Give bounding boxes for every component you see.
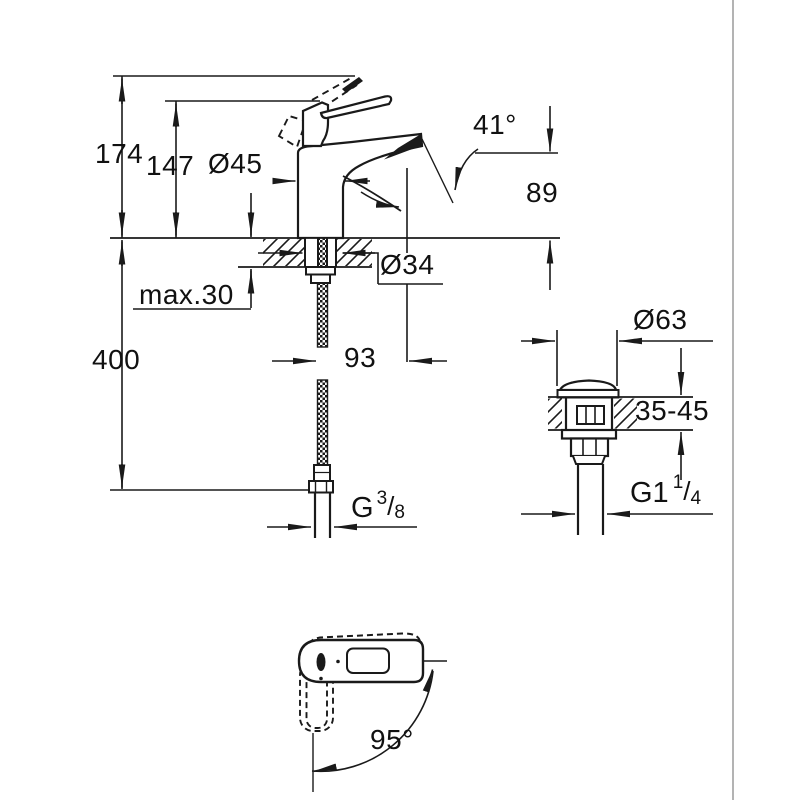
hose-braid-upper	[316, 282, 329, 348]
dim-supply-thread-label: G 3 / 8	[351, 489, 405, 523]
dim-deck-thickness-label: max.30	[139, 279, 234, 310]
supply-hose	[305, 266, 336, 538]
dim-spout-angle-label: 41°	[473, 109, 517, 140]
dim-shank-diameter-label: Ø34	[380, 249, 435, 280]
thread-slash: /	[387, 491, 395, 521]
hose-nut	[308, 480, 334, 494]
drain-dome-cap	[558, 379, 618, 392]
dim-hose-drop-label: 400	[92, 344, 141, 375]
thread-numerator: 1	[672, 472, 684, 493]
dim-total-height-label: 174	[95, 138, 144, 169]
dim-drain-deck-range-label: 35-45	[635, 395, 710, 426]
drain-assembly-view	[548, 379, 637, 535]
thread-denominator: 8	[394, 502, 405, 523]
dimension-annotations	[110, 75, 713, 792]
drain-lock-nut	[569, 437, 610, 458]
dim-swivel-angle-label: 95°	[370, 724, 414, 755]
faucet-front-view	[277, 77, 424, 240]
dim-spout-reach-label: 93	[344, 342, 377, 373]
top-view-marker-dot	[316, 653, 326, 671]
handle-base	[301, 101, 330, 148]
thread-denominator: 4	[690, 488, 702, 509]
handle-raised-tip	[342, 77, 363, 93]
hose-braid-lower	[316, 379, 329, 466]
drain-taper	[572, 455, 606, 465]
dim-outlet-height-label: 89	[526, 177, 559, 208]
top-view-spout-face	[346, 647, 390, 674]
spout-tip-shadow	[384, 134, 423, 160]
thread-slash: /	[683, 476, 691, 506]
drain-flange-nut	[560, 428, 618, 440]
thread-prefix: G1	[630, 477, 669, 509]
thread-numerator: 3	[376, 488, 388, 509]
dim-handle-height-label: 147	[146, 150, 195, 181]
thread-prefix: G	[351, 492, 374, 524]
top-view-handle-dashed-contour	[305, 632, 421, 654]
dim-drain-thread-label: G1 1 / 4	[630, 472, 701, 508]
handle-lever	[319, 95, 393, 120]
dim-drain-flange-diameter-label: Ø63	[633, 304, 688, 335]
dim-body-diameter-label: Ø45	[208, 148, 263, 179]
faucet-top-view	[297, 632, 425, 732]
drain-overflow-box	[576, 405, 605, 425]
